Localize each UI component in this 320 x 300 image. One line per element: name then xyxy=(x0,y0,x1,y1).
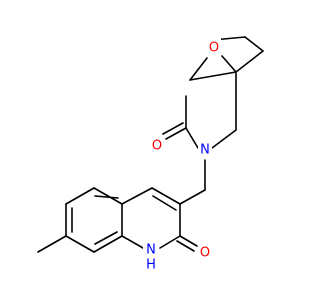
amide-nitrogen-label: N xyxy=(200,143,210,158)
bond-methyl xyxy=(37,235,67,253)
bond-benz-5 xyxy=(93,235,123,253)
lactam-oxygen-atom: O xyxy=(198,243,212,261)
acetyl-oxygen-atom: O xyxy=(150,136,164,154)
bond-thf-6 xyxy=(189,71,237,81)
bond-benz-4 xyxy=(65,235,95,253)
bond-ring-5 xyxy=(159,235,181,249)
bond-lactam-co-1 xyxy=(179,235,198,247)
bond-co-2 xyxy=(162,122,184,135)
bond-benz-1 xyxy=(93,187,123,205)
bond-ring-4 xyxy=(121,235,144,249)
bond-lactam-co-2 xyxy=(176,240,195,252)
lactam-hydrogen-label: H xyxy=(146,258,156,273)
ring-oxygen-atom: O xyxy=(207,38,221,56)
bond-thf-4 xyxy=(244,36,264,52)
lactam-nitrogen-atom: N H xyxy=(143,241,159,273)
bond-benz-1b xyxy=(94,195,119,199)
bond-ch2-n xyxy=(211,129,237,149)
bond-thf-3 xyxy=(235,50,264,73)
acetyl-oxygen-label: O xyxy=(152,139,162,154)
bond-co-1 xyxy=(165,127,187,140)
bond-benz-5b xyxy=(94,231,118,245)
ring-oxygen-label: O xyxy=(209,41,219,56)
bond-ring-1b xyxy=(152,195,177,211)
bond-ring-1 xyxy=(151,187,181,205)
bonds xyxy=(37,36,264,253)
bond-benz-2 xyxy=(65,187,95,205)
bond-thf-2 xyxy=(221,55,237,73)
bond-thf-1 xyxy=(189,57,208,81)
lactam-nitrogen-label: N xyxy=(146,243,156,258)
lactam-oxygen-label: O xyxy=(200,246,210,261)
molecule-diagram: O O N O N H xyxy=(37,36,264,273)
bond-n-carbonyl xyxy=(185,127,199,149)
bond-ch2-ring xyxy=(179,189,206,205)
atom-labels: O O N O N H xyxy=(143,38,221,273)
bond-ring-2 xyxy=(121,187,153,205)
amide-nitrogen-atom: N xyxy=(198,140,212,158)
